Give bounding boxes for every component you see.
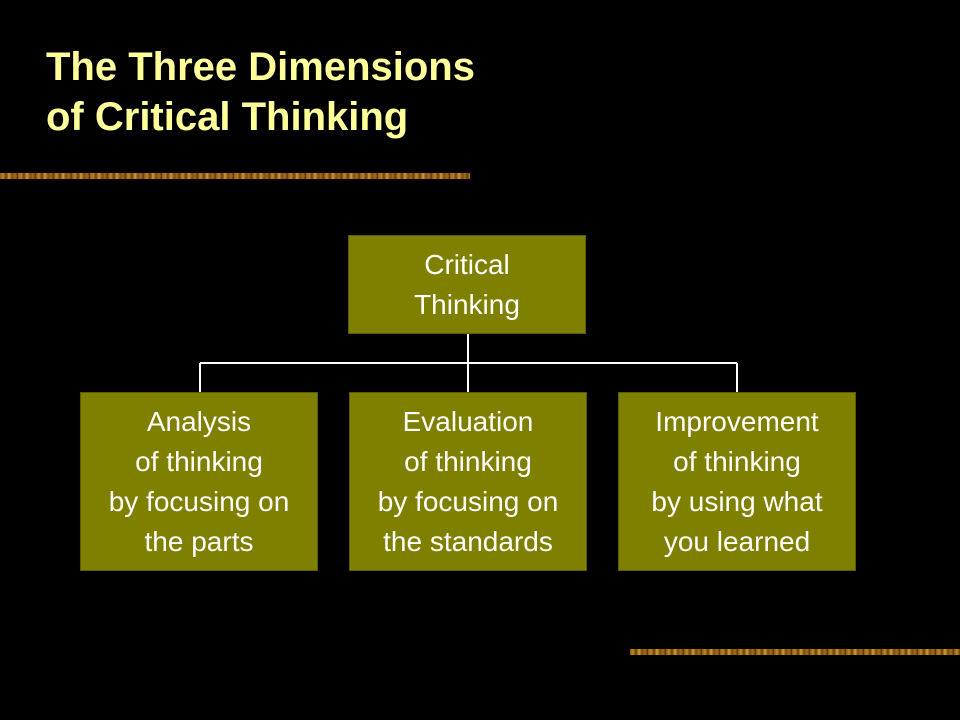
node-label-line: Improvement: [655, 405, 819, 437]
node-label-line: of thinking: [404, 445, 532, 477]
slide-title-line-2: of Critical Thinking: [46, 95, 409, 139]
node-label-line: Evaluation: [402, 405, 534, 437]
slide-title-line-1: The Three Dimensions: [46, 45, 475, 89]
node-label-line: by focusing on: [377, 485, 559, 517]
node-evaluation: Evaluation of thinking by focusing on th…: [349, 392, 587, 571]
slide-title: The Three Dimensions of Critical Thinkin…: [46, 42, 475, 142]
node-label-line: the standards: [383, 525, 553, 557]
decorative-rule-top: [0, 173, 470, 179]
node-label-line: Analysis: [146, 405, 252, 437]
node-critical-thinking: Critical Thinking: [348, 235, 586, 334]
node-label-line: you learned: [663, 525, 811, 557]
node-improvement: Improvement of thinking by using what yo…: [618, 392, 856, 571]
node-label-line: Critical: [424, 248, 510, 280]
node-label-line: of thinking: [673, 445, 801, 477]
node-label-line: the parts: [144, 525, 254, 557]
node-label-line: by using what: [651, 485, 823, 517]
node-label-line: of thinking: [135, 445, 263, 477]
node-label-line: Thinking: [414, 288, 520, 320]
node-label-line: by focusing on: [108, 485, 290, 517]
decorative-rule-bottom: [630, 649, 960, 655]
node-analysis: Analysis of thinking by focusing on the …: [80, 392, 318, 571]
